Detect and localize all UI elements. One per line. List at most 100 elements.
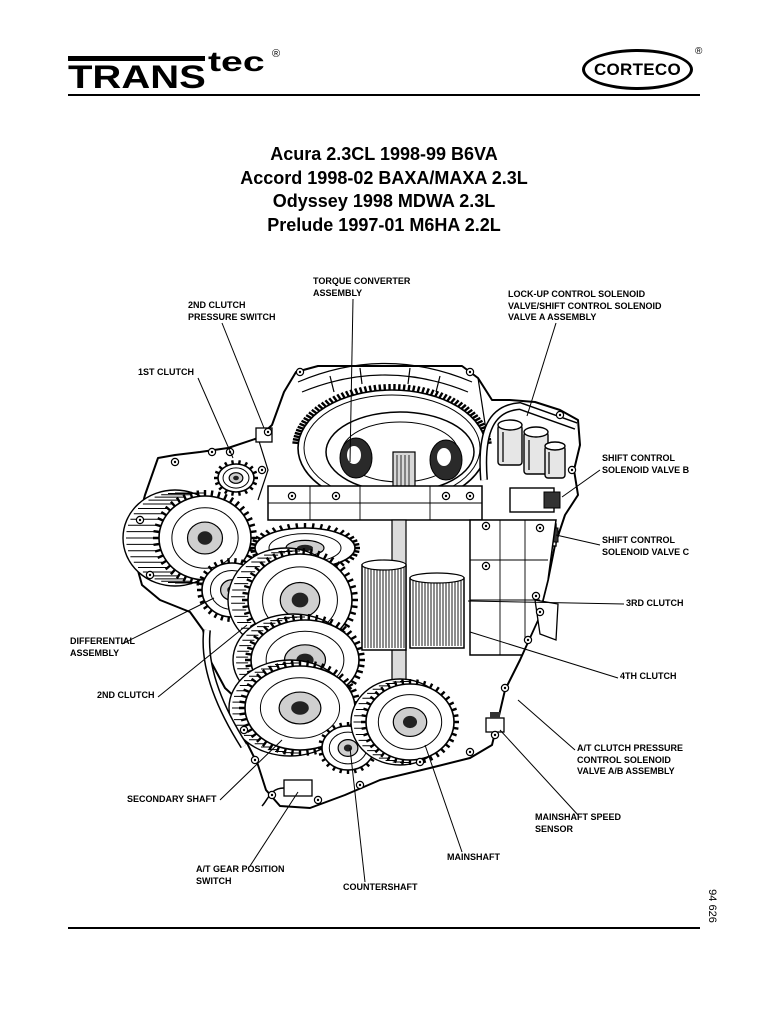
label-torque-converter: TORQUE CONVERTER ASSEMBLY [313, 276, 410, 299]
leader-lockup-solenoid [526, 322, 557, 417]
label-line: LOCK-UP CONTROL SOLENOID [508, 289, 646, 299]
header-rule [68, 94, 700, 96]
label-line: MAINSHAFT [447, 852, 500, 862]
label-line: 3RD CLUTCH [626, 598, 684, 608]
bolt-center [468, 370, 472, 374]
first-clutch-gear-bore [233, 475, 239, 481]
speed-sensor-housing [485, 717, 505, 733]
bolt [295, 367, 305, 377]
bolt-center [503, 686, 507, 690]
final-drive-gear-web [171, 507, 239, 569]
label-line: TORQUE CONVERTER [313, 276, 411, 286]
label-line: DIFFERENTIAL [70, 636, 135, 646]
label-line: SECONDARY SHAFT [127, 794, 217, 804]
bolt [465, 747, 475, 757]
bolt-center [253, 758, 257, 762]
label-line: SHIFT CONTROL [602, 535, 675, 545]
bolt-center [484, 524, 488, 528]
bolt-center [538, 610, 542, 614]
transmission-illustration [122, 362, 581, 809]
leader-at-gear-position-switch [249, 791, 299, 867]
bolt-center [290, 494, 294, 498]
label-line: 4TH CLUTCH [620, 671, 677, 681]
clutch-pack-layer [361, 559, 465, 651]
bolt-center [526, 638, 530, 642]
label-third-clutch: 3RD CLUTCH [626, 598, 684, 610]
leader-torque-converter [349, 298, 354, 463]
label-lockup-solenoid: LOCK-UP CONTROL SOLENOID VALVE/SHIFT CON… [508, 289, 662, 324]
transtec-logo-bar [68, 56, 205, 61]
third-clutch-pack-drum [361, 564, 407, 651]
label-line: VALVE/SHIFT CONTROL SOLENOID [508, 300, 662, 311]
label-line: 2ND CLUTCH [97, 690, 155, 700]
label-mainshaft-speed-sensor: MAINSHAFT SPEED SENSOR [535, 812, 621, 835]
page-title: Acura 2.3CL 1998-99 B6VA Accord 1998-02 … [0, 143, 768, 238]
solenoid-cylinder-a-cap [497, 419, 523, 431]
lock-up-solenoid-assembly [497, 419, 566, 479]
bolt-center [266, 430, 270, 434]
bolt [287, 491, 297, 501]
bolt-center [316, 798, 320, 802]
bolt [331, 491, 341, 501]
bolt [481, 521, 491, 531]
cooler-pipe-left [202, 629, 248, 749]
label-line: MAINSHAFT SPEED [535, 812, 622, 822]
label-shift-solenoid-c: SHIFT CONTROL SOLENOID VALVE C [602, 535, 689, 558]
bolt [170, 457, 180, 467]
mainshaft-lower-gear-teeth [361, 679, 459, 765]
label-countershaft: COUNTERSHAFT [343, 882, 418, 894]
bell-housing-ribs [257, 362, 487, 501]
converter-turbine-left-highlight [347, 446, 361, 464]
label-line: SWITCH [196, 875, 232, 886]
leader-countershaft [349, 747, 366, 883]
lower-valve-body [469, 519, 559, 656]
final-drive-gear-bore [197, 531, 213, 545]
bolt [263, 427, 273, 437]
label-line: ASSEMBLY [313, 287, 363, 298]
bolt-center [558, 413, 562, 417]
bell-housing-rib [301, 374, 469, 393]
leader-shift-solenoid-c [555, 534, 601, 546]
leader-second-clutch [157, 624, 248, 698]
corteco-registered-mark: ® [695, 46, 703, 57]
transtec-logo-suffix: tec [208, 46, 265, 77]
case-edge [257, 377, 487, 501]
fourth-clutch-pack [409, 572, 465, 649]
bolt-center [358, 783, 362, 787]
title-line: Odyssey 1998 MDWA 2.3L [272, 191, 496, 212]
fourth-clutch-pack-plates [412, 580, 462, 646]
leader-shift-solenoid-b [561, 469, 601, 498]
leader-mainshaft [424, 744, 463, 853]
bolt-center [242, 728, 246, 732]
mainshaft-lower-gear [350, 678, 459, 766]
solenoid-shading [502, 432, 550, 474]
bolt [567, 465, 577, 475]
bolt [523, 635, 533, 645]
transtec-registered-mark: ® [272, 48, 281, 60]
valve-body-upper-detail [268, 486, 482, 520]
leader-first-clutch [197, 377, 234, 459]
label-line: ASSEMBLY [70, 647, 120, 658]
first-clutch-gear-teeth [214, 460, 258, 496]
leader-secondary-shaft [219, 739, 283, 801]
bolt [207, 447, 217, 457]
label-line: PRESSURE SWITCH [188, 311, 276, 322]
bolt-center [468, 494, 472, 498]
bolt [257, 465, 267, 475]
bolt [145, 570, 155, 580]
title-line: Acura 2.3CL 1998-99 B6VA [270, 144, 498, 164]
mainshaft-lower-gear-face-width [353, 681, 410, 763]
bolt-center [210, 450, 214, 454]
label-at-gear-position-switch: A/T GEAR POSITION SWITCH [196, 864, 285, 887]
shift-solenoid-b-connector [543, 491, 561, 509]
bolt-center [484, 564, 488, 568]
leader-second-clutch-pressure-switch [221, 322, 265, 429]
third-clutch-pack-top-face [361, 559, 407, 571]
third-clutch-pack [361, 559, 407, 651]
corteco-logo: CORTECO [582, 49, 693, 90]
label-mainshaft: MAINSHAFT [447, 852, 500, 864]
label-fourth-clutch: 4TH CLUTCH [620, 671, 677, 683]
label-second-clutch: 2ND CLUTCH [97, 690, 155, 702]
bolt [535, 607, 545, 617]
